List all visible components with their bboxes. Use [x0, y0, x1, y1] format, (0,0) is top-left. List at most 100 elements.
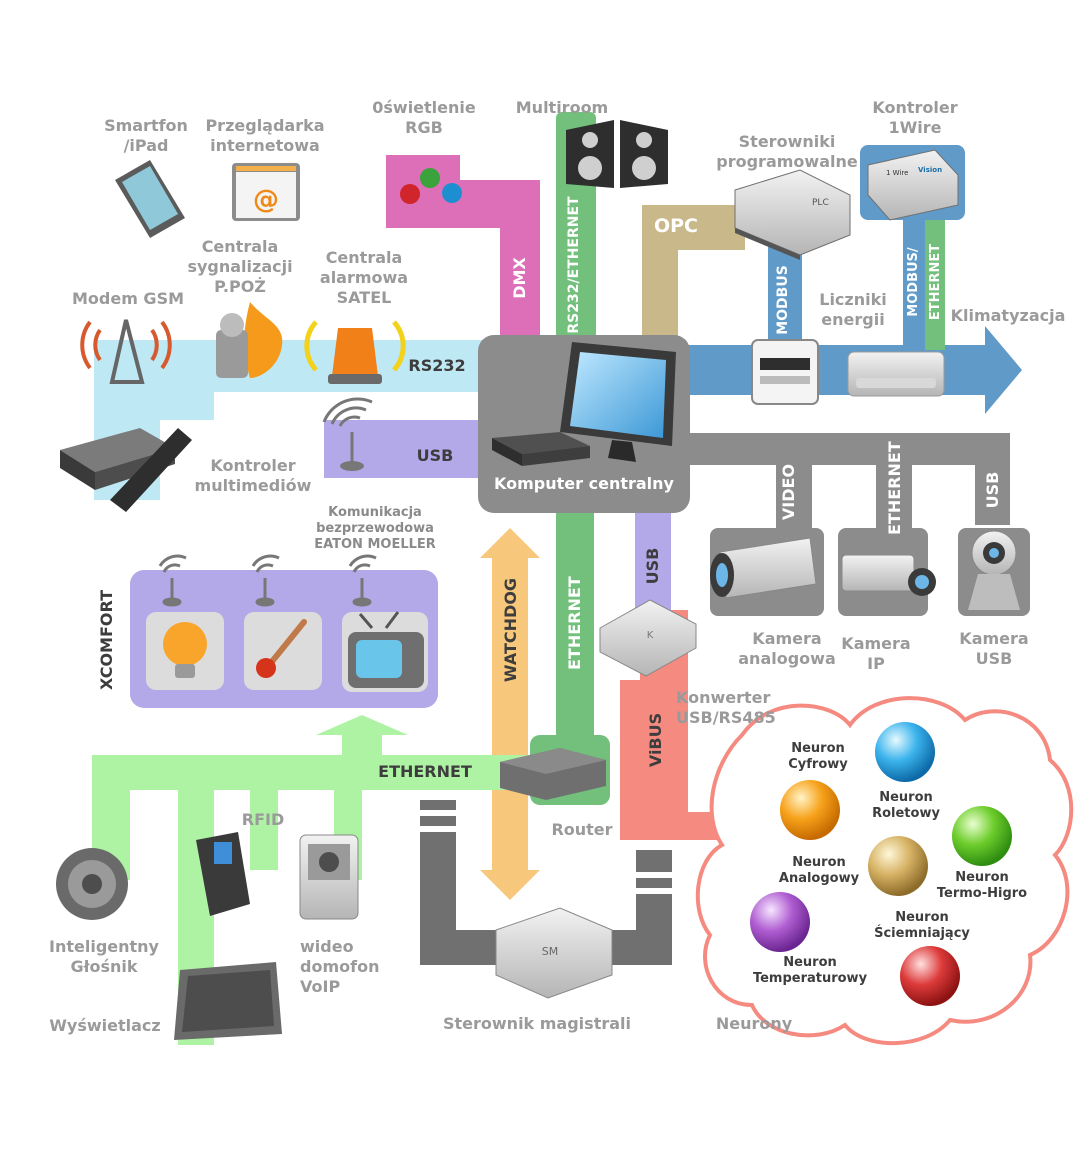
- bus-label-opc: OPC: [653, 215, 699, 237]
- gsm-tower-icon: [80, 319, 172, 384]
- bus-ethernet-router: [556, 505, 594, 745]
- smart-speaker-icon: [56, 848, 128, 920]
- bus-ethernet-bottom: [92, 715, 540, 1045]
- bus-bottom-bar-3: [636, 872, 672, 878]
- bus-label-modbus-slash: MODBUS/: [906, 247, 921, 317]
- bus-label-vibus: ViBUS: [646, 712, 665, 768]
- bus-watchdog: [480, 528, 540, 900]
- speaker-icon: [566, 120, 668, 188]
- bus-bottom-bar-1: [420, 810, 456, 816]
- bus-label-modbus-ethernet: ETHERNET: [928, 243, 943, 321]
- bus-label-ethernet-bottom: ETHERNET: [378, 762, 472, 781]
- label-wyswietlacz: Wyświetlacz: [49, 1016, 161, 1035]
- neuron-analogowy-sphere: [868, 836, 928, 896]
- neuron-orange-sphere: [780, 780, 840, 840]
- plc-label: PLC: [812, 198, 829, 208]
- bus-opc: [642, 205, 745, 345]
- plc-icon: PLC: [734, 169, 851, 260]
- rfid-reader-icon: [196, 832, 250, 916]
- bus-label-ethernet-router: ETHERNET: [565, 576, 584, 670]
- bus-bottom-bar-4: [636, 888, 672, 894]
- rgb-bulbs-icon: [400, 168, 462, 204]
- bus-label-watchdog: WATCHDOG: [501, 577, 520, 683]
- fire-alarm-icon: [216, 302, 283, 378]
- label-router: Router: [551, 820, 613, 839]
- bus-usb-konwerter: [635, 505, 671, 615]
- k-label: K: [647, 630, 654, 641]
- bus-label-rs232: RS232: [408, 356, 466, 375]
- bus-label-usb-left: USB: [416, 446, 454, 465]
- bus-light-blue: [94, 340, 500, 500]
- label-multiroom: Multiroom: [515, 98, 609, 117]
- bus-modbus-ethernet-b: [925, 210, 945, 350]
- bus-dmx: [386, 155, 540, 345]
- label-klimatyzacja: Klimatyzacja: [950, 306, 1066, 325]
- bus-label-xcomfort: XCOMFORT: [97, 589, 116, 691]
- bus-label-video: VIDEO: [779, 463, 798, 521]
- smartphone-icon: [115, 160, 185, 238]
- bus-label-rs232-ethernet: RS232/ETHERNET: [566, 196, 582, 334]
- bus-modbus-arrow: [670, 326, 1022, 414]
- display-icon: [174, 962, 282, 1040]
- bulb-icon: [146, 612, 224, 690]
- energy-meter-icon: [751, 339, 819, 405]
- bus-label-usb-konwerter: USB: [643, 547, 662, 585]
- onewire-controller-icon: 1 Wire Vision: [867, 149, 959, 221]
- label-neurony: Neurony: [715, 1014, 793, 1033]
- thermometer-icon: [244, 612, 322, 690]
- label-rfid: RFID: [241, 810, 285, 829]
- xcomfort-antenna-icons: [158, 554, 377, 607]
- browser-icon: @: [232, 163, 300, 221]
- analog-camera-icon: [710, 537, 817, 599]
- air-conditioner-icon: [847, 351, 945, 397]
- bus-label-dmx: DMX: [510, 257, 529, 299]
- label-sterownik-magistrali: Sterownik magistrali: [442, 1014, 631, 1033]
- bus-controller-icon: SM: [495, 907, 613, 999]
- bus-label-modbus: MODBUS: [775, 265, 791, 335]
- usb-rs485-converter-icon: K: [599, 599, 697, 677]
- alarm-siren-icon: [304, 320, 406, 384]
- video-intercom-icon: [299, 834, 359, 920]
- neuron-sciemniajacy-sphere: [900, 946, 960, 1006]
- label-smartfon: Smartfon/iPad: [104, 116, 188, 155]
- tv-icon: [342, 611, 428, 692]
- bus-label-usb-cam: USB: [983, 471, 1002, 509]
- bus-usb-left: [324, 420, 500, 478]
- bus-label-ethernet-cam: ETHERNET: [885, 441, 904, 535]
- neuron-cyfrowy-sphere: [875, 722, 935, 782]
- label-komputer: Komputer centralny: [494, 474, 674, 493]
- wireless-antenna-icon: [322, 397, 373, 471]
- at-symbol-label: @: [253, 185, 279, 215]
- multimedia-controller-icon: [60, 428, 192, 512]
- router-icon: [500, 748, 606, 800]
- vision-label: Vision: [918, 166, 942, 174]
- bus-cameras: [640, 433, 1010, 545]
- label-modem-gsm: Modem GSM: [71, 289, 185, 308]
- usb-webcam-icon: [968, 530, 1020, 610]
- sm-label: SM: [542, 945, 558, 958]
- onewire-label: 1 Wire: [886, 169, 908, 177]
- neuron-termo-higro-sphere: [952, 806, 1012, 866]
- neuron-temperaturowy-sphere: [750, 892, 810, 952]
- pc-box-icon: [492, 432, 590, 454]
